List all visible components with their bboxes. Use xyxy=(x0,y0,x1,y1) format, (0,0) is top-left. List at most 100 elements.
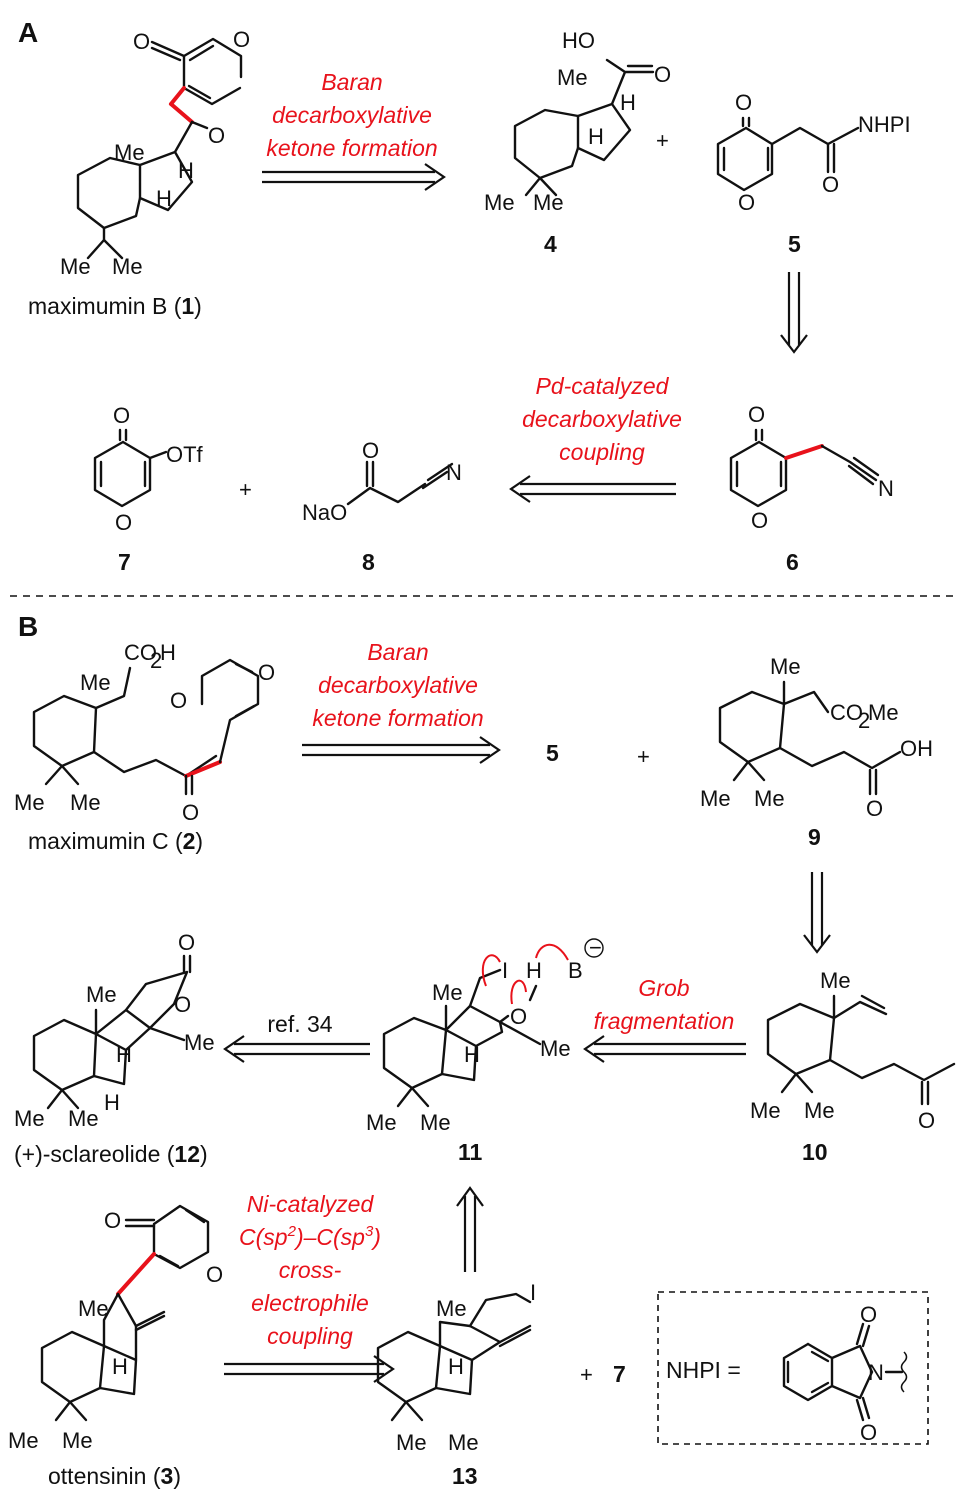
structure-9: Me CO 2 Me OH O Me Me xyxy=(700,654,933,821)
electron-arrow xyxy=(481,954,501,987)
arrow-a2-label-2: decarboxylative xyxy=(522,406,682,432)
nhpi-legend-box xyxy=(657,1291,929,1445)
arrow-b1-label-1: Baran xyxy=(367,639,428,665)
structure-phthalimide: O O N xyxy=(782,1302,908,1445)
compound-10-label: 10 xyxy=(802,1139,828,1165)
atom-o: O xyxy=(178,930,195,955)
compound-2-label: maximumin C (2) xyxy=(28,828,203,854)
section-label-a: A xyxy=(18,17,38,48)
atom-o: O xyxy=(206,1262,223,1287)
methyl: Me xyxy=(533,190,564,215)
atom-o: O xyxy=(860,1302,877,1327)
plus-sign: + xyxy=(656,128,669,153)
atom-h: H xyxy=(620,90,636,115)
compound-7-label: 7 xyxy=(118,549,131,575)
sodium-carboxylate: NaO xyxy=(302,500,347,525)
atom-ho: HO xyxy=(562,28,595,53)
methyl: Me xyxy=(8,1428,39,1453)
structure-6: O O N xyxy=(729,402,894,533)
retro-arrow-down-b xyxy=(803,872,831,954)
attachment-point xyxy=(900,1351,908,1393)
atom-h: H xyxy=(178,158,194,183)
methyl: Me xyxy=(78,1296,109,1321)
structure-ottensinin: O O Me H Me Me xyxy=(8,1204,223,1453)
methyl: Me xyxy=(366,1110,397,1135)
otf-group: OTf xyxy=(166,442,204,467)
methyl: Me xyxy=(754,786,785,811)
minus-sign: − xyxy=(589,935,602,960)
atom-i: I xyxy=(502,958,508,983)
atom-o: O xyxy=(654,62,671,87)
atom-h: H xyxy=(588,124,604,149)
ester-group: CO xyxy=(830,700,863,725)
retro-arrow-down-a xyxy=(780,272,808,354)
atom-o: O xyxy=(170,688,187,713)
methyl: Me xyxy=(770,654,801,679)
structure-5: O O NHPI O xyxy=(716,90,911,215)
compound-9-label: 9 xyxy=(808,824,821,850)
atom-o: O xyxy=(866,796,883,821)
atom-h: H xyxy=(464,1042,480,1067)
arrow-b4-label-1: Ni-catalyzed xyxy=(247,1191,375,1217)
methyl: Me xyxy=(820,968,851,993)
atom-o: O xyxy=(258,660,275,685)
methyl: Me xyxy=(14,1106,45,1131)
methyl: Me xyxy=(700,786,731,811)
atom-o: O xyxy=(113,403,130,428)
carboxyl-group: CO xyxy=(124,640,157,665)
section-label-b: B xyxy=(18,611,38,642)
atom-o: O xyxy=(738,190,755,215)
arrow-b4-label-5: coupling xyxy=(267,1323,353,1349)
nhpi-legend-text: NHPI = xyxy=(666,1357,741,1383)
compound-12-label: (+)-sclareolide (12) xyxy=(14,1141,208,1167)
subscript: 2 xyxy=(858,708,870,733)
atom-n: N xyxy=(868,1360,884,1385)
atom-n: N xyxy=(446,460,462,485)
arrow-a1-label-1: Baran xyxy=(321,69,382,95)
plus-sign: + xyxy=(637,744,650,769)
methyl: Me xyxy=(86,982,117,1007)
arrow-a2-label-1: Pd-catalyzed xyxy=(536,373,670,399)
methyl: Me xyxy=(420,1110,451,1135)
compound-8-label: 8 xyxy=(362,549,375,575)
compound-13-label: 13 xyxy=(452,1463,478,1489)
compound-3-label: ottensinin (3) xyxy=(48,1463,181,1489)
methyl: Me xyxy=(80,670,111,695)
atom-o: O xyxy=(510,1004,527,1029)
methyl: Me xyxy=(448,1430,479,1455)
atom-o: O xyxy=(822,172,839,197)
atom-o: O xyxy=(115,510,132,535)
retro-arrow-a2 xyxy=(509,475,676,503)
methyl: Me xyxy=(432,980,463,1005)
arrow-b1-label-2: decarboxylative xyxy=(318,672,478,698)
atom-o: O xyxy=(208,123,225,148)
structure-13: Me I H Me Me xyxy=(376,1280,536,1455)
methyl: Me xyxy=(540,1036,571,1061)
arrow-a2-label-3: coupling xyxy=(559,439,645,465)
atom-o: O xyxy=(860,1420,877,1445)
arrow-b3-label: ref. 34 xyxy=(267,1011,332,1037)
atom-h: H xyxy=(116,1042,132,1067)
compound-5-label: 5 xyxy=(788,231,801,257)
atom-n: N xyxy=(878,476,894,501)
structure-4: HO O Me H H Me Me xyxy=(484,28,671,215)
nhpi-group: NHPI xyxy=(858,112,911,137)
structure-8: NaO O N xyxy=(302,438,462,525)
methyl: Me xyxy=(396,1430,427,1455)
electron-arrow xyxy=(535,943,569,961)
structure-sclareolide: O O Me Me H H Me Me xyxy=(14,930,215,1131)
structure-7: O O OTf xyxy=(93,403,204,535)
arrow-a1-label-3: ketone formation xyxy=(266,135,437,161)
arrow-b2-label-1: Grob xyxy=(638,975,689,1001)
atom-h: H xyxy=(104,1090,120,1115)
compound-1-label: maximumin B (1) xyxy=(28,293,202,319)
atom-i: I xyxy=(530,1280,536,1305)
atom-h: H xyxy=(112,1354,128,1379)
structure-11: Me I O H Me H Me Me B − xyxy=(366,935,604,1135)
atom-o: O xyxy=(104,1208,121,1233)
atom-o: O xyxy=(362,438,379,463)
atom-h: H xyxy=(160,640,176,665)
atom-o: O xyxy=(133,29,150,54)
compound-4-label: 4 xyxy=(544,231,557,257)
